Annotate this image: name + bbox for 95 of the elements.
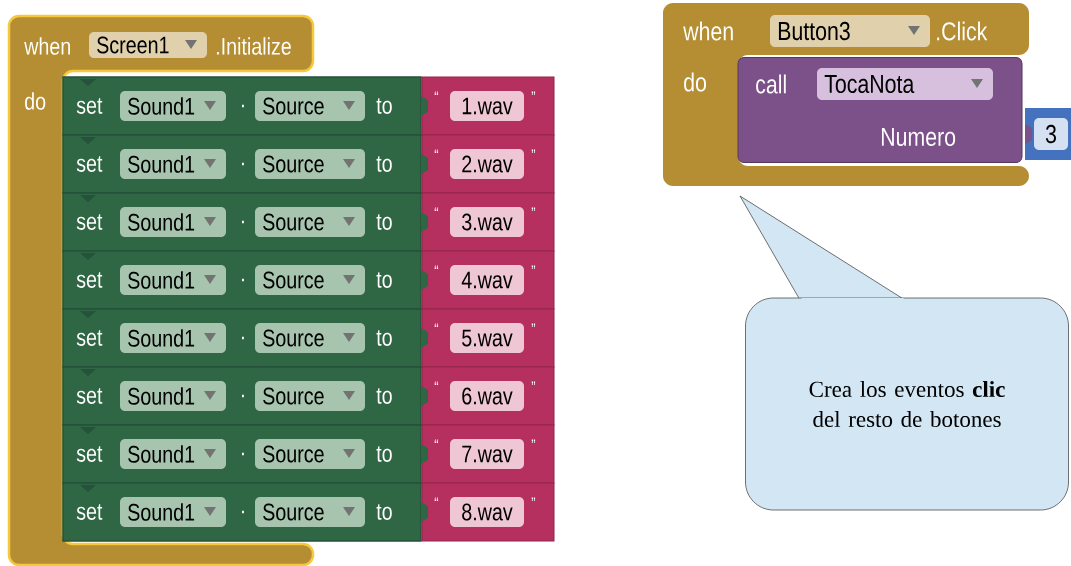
dropdown-field: Source [255,149,365,179]
block-label: “ [434,381,439,386]
dropdown-field: Source [255,439,365,469]
block-label: . [242,336,244,340]
text-block [421,192,555,252]
set-block [62,192,422,252]
block-label: “ [434,91,439,96]
block-label: when [683,21,733,41]
text-block [421,308,555,368]
block-label: set [76,156,103,172]
text-block [421,134,555,194]
speech-bubble: Crea los eventos clic del resto de botones [739,195,1069,511]
block-label: to [376,272,392,288]
block-label: “ [434,149,439,154]
block-label: “ [434,323,439,328]
dropdown-field: Source [255,91,365,121]
block-label: . [242,162,244,166]
dropdown-field: Sound1 [120,497,226,527]
block-label: ” [531,207,536,212]
block-label: call [756,74,786,94]
block-label: ” [531,265,536,270]
block-label: to [376,388,392,404]
number-field: 3 [1034,118,1068,150]
text-block [421,424,555,484]
block-label: to [376,98,392,114]
block-label: to [376,504,392,520]
call-block [737,57,1023,163]
set-block [62,482,422,542]
dropdown-field: Sound1 [120,91,226,121]
text-block [421,482,555,542]
text-field: 1.wav [450,91,524,121]
text-block [421,366,555,426]
dropdown-field: Button3 [770,15,930,47]
dropdown-field: Source [255,207,365,237]
block-label: ” [531,439,536,444]
block-label: to [376,330,392,346]
dropdown-field: TocaNota [817,68,993,100]
dropdown-field: Sound1 [120,381,226,411]
block-label: do [25,92,46,110]
block-label: “ [434,439,439,444]
block-label: do [684,72,706,92]
set-block [62,76,422,136]
block-label: . [242,394,244,398]
block-label: to [376,156,392,172]
dropdown-field: Sound1 [120,439,226,469]
dropdown-field: Sound1 [120,207,226,237]
block-label: .Click [937,21,988,41]
block-label: . [242,104,244,108]
dropdown-field: Sound1 [120,323,226,353]
set-block [62,250,422,310]
dropdown-field: Sound1 [120,265,226,295]
text-field: 4.wav [450,265,524,295]
text-field: 3.wav [450,207,524,237]
text-block [421,76,555,136]
set-block [62,134,422,194]
text-field: 5.wav [450,323,524,353]
block-label: set [76,214,103,230]
dropdown-field: Screen1 [89,32,207,58]
block-label: . [242,452,244,456]
block-label: “ [434,207,439,212]
dropdown-field: Source [255,497,365,527]
block-label: to [376,214,392,230]
block-label: Numero [881,127,956,147]
block-label: when [24,37,70,55]
text-block [421,250,555,310]
block-label: .Initialize [217,37,291,55]
block-label: ” [531,323,536,328]
block-label: set [76,330,103,346]
set-block [62,424,422,484]
text-field: 7.wav [450,439,524,469]
dropdown-field: Sound1 [120,149,226,179]
block-label: “ [434,265,439,270]
text-field: 8.wav [450,497,524,527]
dropdown-field: Source [255,323,365,353]
block-label: to [376,446,392,462]
block-label: set [76,446,103,462]
dropdown-field: Source [255,265,365,295]
block-label: set [76,272,103,288]
block-label: ” [531,91,536,96]
block-label: . [242,278,244,282]
block-label: ” [531,497,536,502]
dropdown-field: Source [255,381,365,411]
block-label: ” [531,381,536,386]
text-field: 2.wav [450,149,524,179]
set-block [62,308,422,368]
number-block [1025,108,1071,160]
block-label: . [242,510,244,514]
block-label: set [76,388,103,404]
block-label: ” [531,149,536,154]
set-block [62,366,422,426]
block-label: “ [434,497,439,502]
block-label: . [242,220,244,224]
text-field: 6.wav [450,381,524,411]
block-label: set [76,504,103,520]
block-label: set [76,98,103,114]
